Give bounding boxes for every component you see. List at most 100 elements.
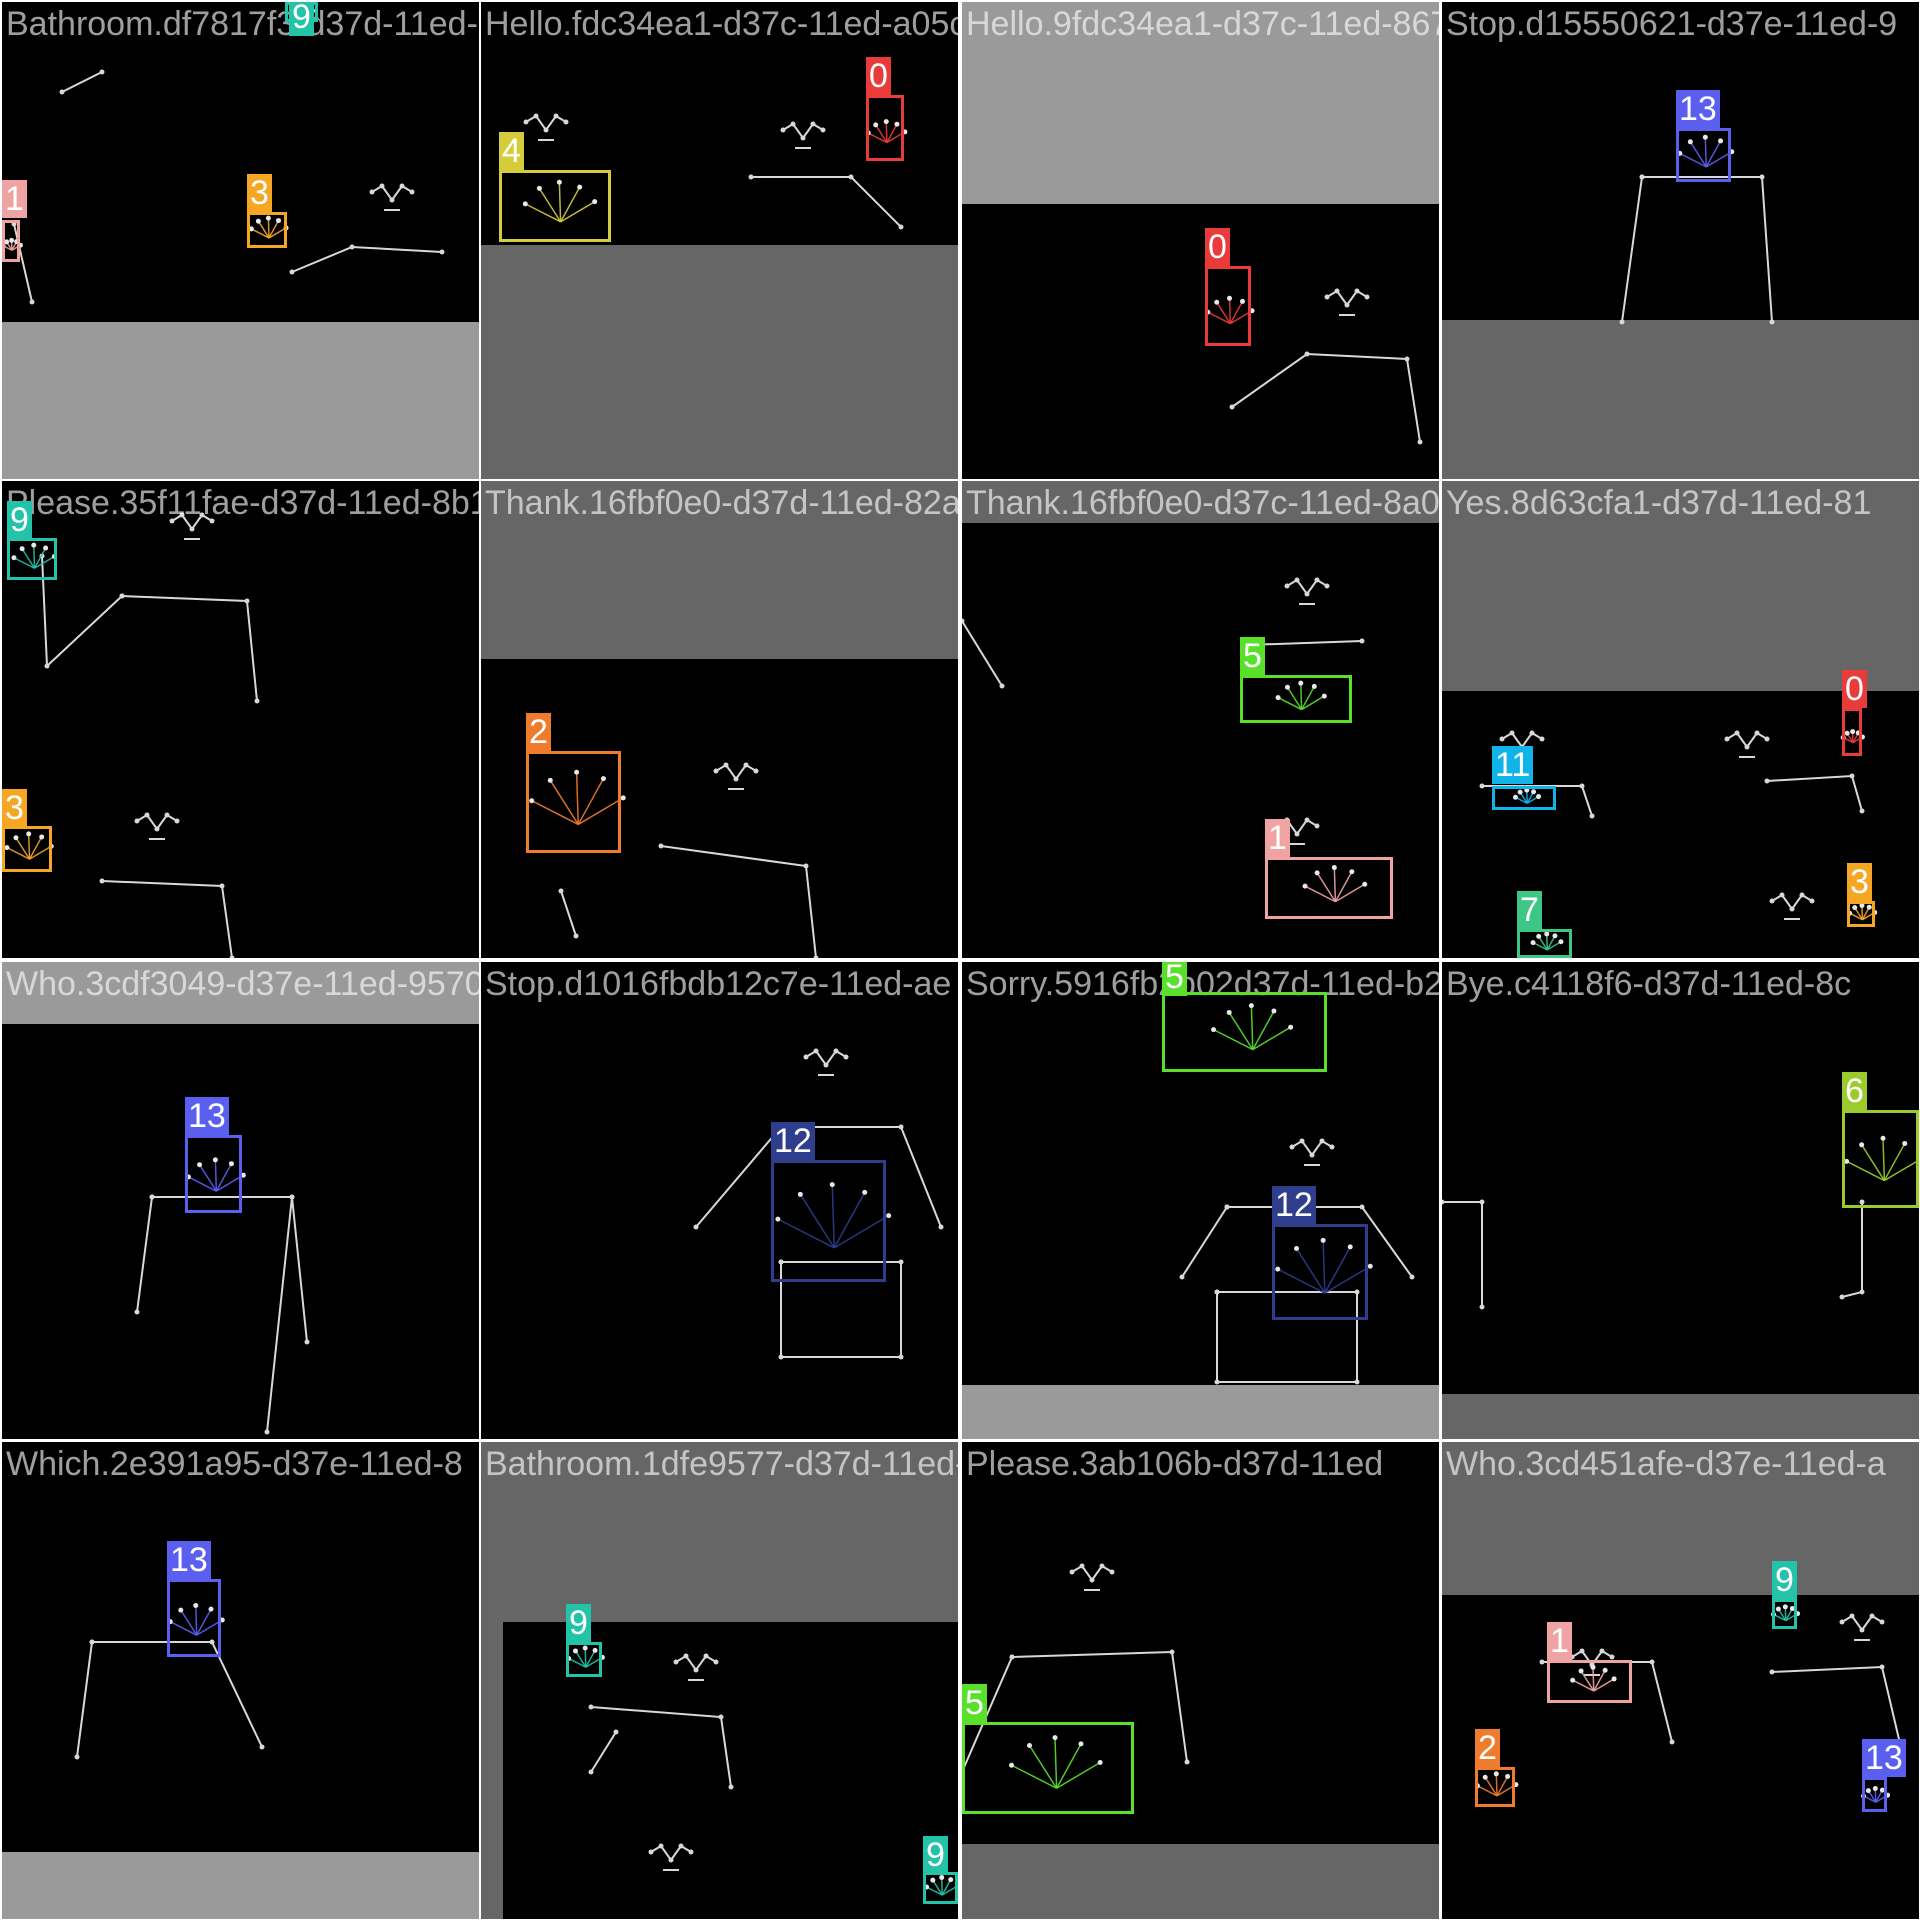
box-class-label: 5	[1240, 637, 1265, 675]
hand-finger-line	[1028, 1745, 1058, 1789]
hand-keypoint	[1850, 729, 1856, 735]
box-class-label: 3	[247, 174, 272, 212]
hand-finger-line	[1252, 1026, 1292, 1051]
hand-keypoint	[1536, 933, 1542, 939]
keypoint	[999, 683, 1005, 689]
hand-keypoint	[1052, 1735, 1058, 1741]
hand-keypoint	[11, 555, 17, 561]
hand-finger-line	[169, 1621, 198, 1636]
hand-bounding-box	[1475, 1767, 1515, 1807]
mosaic-tile: Hello.fdc34ea1-d37c-11ed-a05c-0155b0621d…	[481, 2, 958, 479]
keypoint	[1839, 1294, 1845, 1300]
keypoint	[169, 518, 175, 524]
keypoint	[1099, 1563, 1105, 1569]
hand-keypoint	[1602, 1667, 1608, 1673]
keypoint	[1344, 302, 1350, 308]
keypoint	[254, 698, 260, 704]
box-class-label: 9	[923, 1836, 948, 1874]
hand-bounding-box	[1517, 929, 1572, 958]
keypoint	[1589, 813, 1595, 819]
keypoint	[1869, 1613, 1875, 1619]
hand-keypoint	[572, 1648, 578, 1654]
keypoint	[778, 1354, 784, 1360]
keypoint	[813, 1048, 819, 1054]
keypoint	[1859, 1289, 1865, 1295]
box-class-label: 9	[1772, 1561, 1797, 1599]
box-class-label: 4	[499, 132, 524, 170]
hand-finger-line	[198, 1164, 217, 1192]
keypoint	[563, 119, 569, 125]
hand-keypoint	[228, 1161, 234, 1167]
keypoint	[179, 512, 185, 518]
hand-finger-line	[1679, 152, 1707, 168]
hand-keypoint	[1775, 1606, 1781, 1612]
keypoint	[573, 933, 579, 939]
keypoint	[89, 1639, 95, 1645]
hand-finger-line	[1532, 941, 1548, 951]
pose-skeleton-line	[121, 595, 258, 702]
background-band	[481, 245, 958, 479]
hand-keypoint	[1284, 684, 1290, 690]
keypoint	[44, 663, 50, 669]
hand-finger-line	[1883, 1159, 1919, 1182]
keypoint	[1769, 1669, 1775, 1675]
hand-keypoint	[600, 776, 606, 782]
hand-keypoint	[1505, 1774, 1511, 1780]
hand-keypoint	[930, 1877, 936, 1883]
keypoint	[803, 863, 809, 869]
hand-keypoint	[13, 835, 19, 841]
background-band	[481, 481, 958, 659]
box-class-label: 1	[1547, 1622, 1572, 1660]
box-class-label: 7	[1517, 891, 1542, 929]
hand-keypoint	[948, 1877, 954, 1883]
keypoint	[1539, 736, 1545, 742]
hand-keypoint	[1367, 1263, 1373, 1269]
hand-finger-line	[585, 1649, 596, 1668]
keypoint	[1724, 736, 1730, 742]
keypoint	[523, 119, 529, 125]
hand-finger-line	[267, 218, 270, 238]
pose-skeleton-line	[695, 1126, 782, 1228]
keypoint	[1184, 1759, 1190, 1765]
hand-keypoint	[547, 777, 553, 783]
hand-keypoint	[1859, 1142, 1865, 1148]
hand-keypoint	[536, 185, 542, 191]
hand-finger-line	[1324, 1265, 1371, 1294]
hand-finger-line	[1277, 696, 1302, 711]
hand-finger-line	[1846, 1160, 1885, 1182]
keypoint	[723, 762, 729, 768]
keypoint	[1214, 1379, 1220, 1385]
pose-skeleton-line	[1246, 640, 1363, 646]
keypoint	[379, 183, 385, 189]
hand-finger-line	[13, 557, 35, 569]
keypoint	[1789, 906, 1795, 912]
hand-finger-line	[941, 1885, 958, 1896]
hand-keypoint	[873, 122, 879, 128]
pose-skeleton-line	[1766, 774, 1863, 812]
mosaic-tile: Please.35f11fae-d37d-11ed-8b11-d5176b6d9…	[2, 481, 479, 958]
hand-keypoint	[1782, 1604, 1788, 1610]
keypoint	[1169, 1649, 1175, 1655]
keypoint	[823, 1062, 829, 1068]
hand-keypoint	[1321, 693, 1327, 699]
hand-finger-line	[27, 833, 31, 860]
keypoint	[389, 197, 395, 203]
hand-bounding-box	[923, 1872, 958, 1904]
hand-bounding-box	[1240, 675, 1352, 723]
hand-finger-line	[21, 548, 36, 569]
keypoint	[1364, 294, 1370, 300]
keypoint	[1329, 1144, 1335, 1150]
hand-finger-line	[188, 1176, 217, 1192]
box-class-label: 3	[1847, 863, 1872, 901]
box-class-label: 1	[2, 180, 27, 218]
background-band	[2, 322, 479, 479]
hand-keypoint	[862, 1189, 868, 1195]
keypoint	[1879, 1619, 1885, 1625]
keypoint	[800, 135, 806, 141]
keypoint	[1304, 351, 1310, 357]
hand-keypoint	[212, 1157, 218, 1163]
hand-finger-line	[833, 1192, 866, 1249]
hand-finger-line	[1295, 1248, 1326, 1294]
